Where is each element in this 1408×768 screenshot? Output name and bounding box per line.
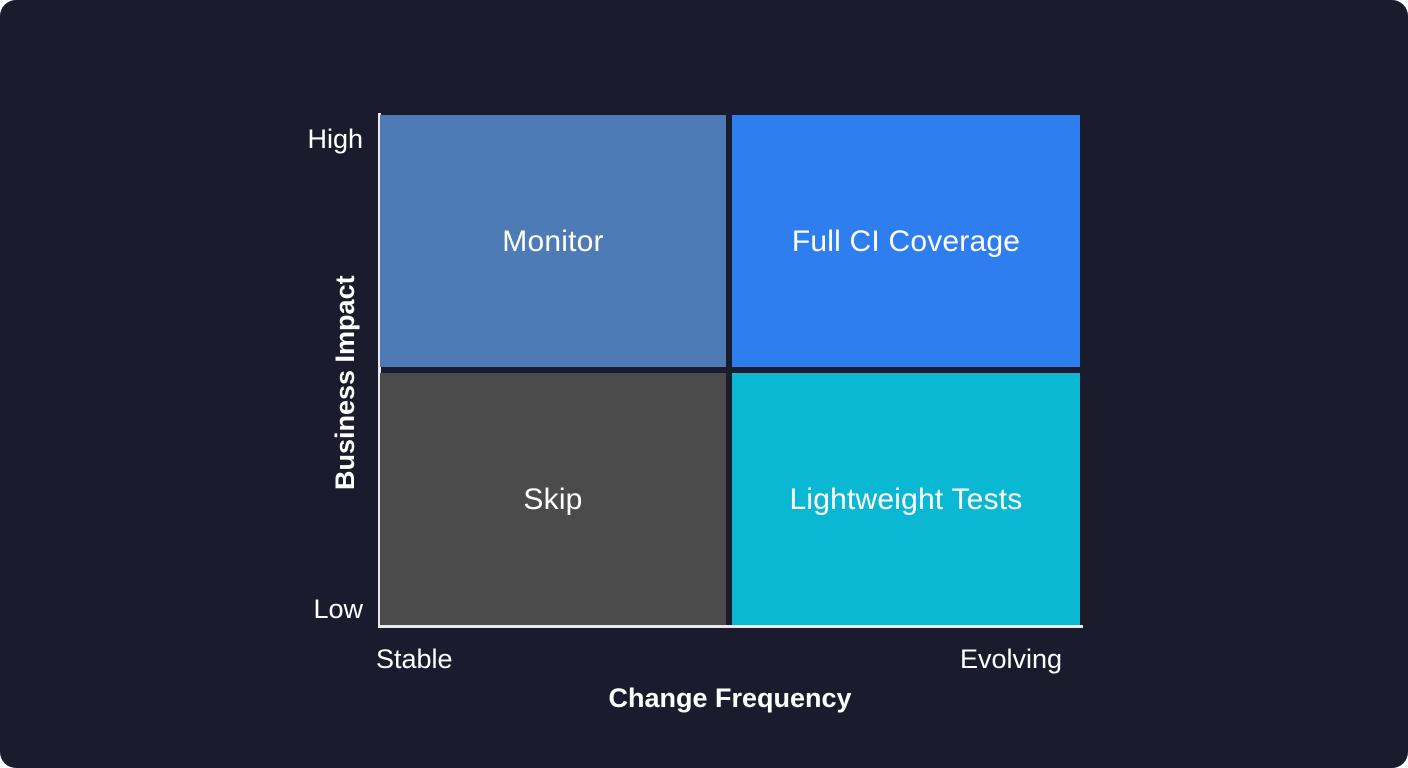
y-axis-line [378,113,381,628]
quadrant-skip-label: Skip [523,482,583,516]
x-axis-line [378,625,1083,628]
x-axis-title: Change Frequency [608,683,852,713]
y-axis-tick-low: Low [313,594,363,624]
quadrant-lightweight-tests-label: Lightweight Tests [789,482,1023,516]
x-axis-tick-stable: Stable [376,644,453,674]
y-axis-tick-high: High [307,124,363,154]
quadrant-skip[interactable]: Skip [380,373,726,625]
y-axis-title: Business Impact [330,275,360,490]
x-axis-tick-evolving: Evolving [960,644,1063,674]
quadrant-monitor-label: Monitor [502,224,604,258]
quadrant-lightweight-tests[interactable]: Lightweight Tests [732,373,1080,625]
quadrant-monitor[interactable]: Monitor [380,115,726,367]
quadrant-full-ci-coverage-label: Full CI Coverage [791,224,1021,258]
quadrant-plot-area: Monitor Full CI Coverage Skip Lightweigh… [380,115,1080,625]
quadrant-full-ci-coverage[interactable]: Full CI Coverage [732,115,1080,367]
